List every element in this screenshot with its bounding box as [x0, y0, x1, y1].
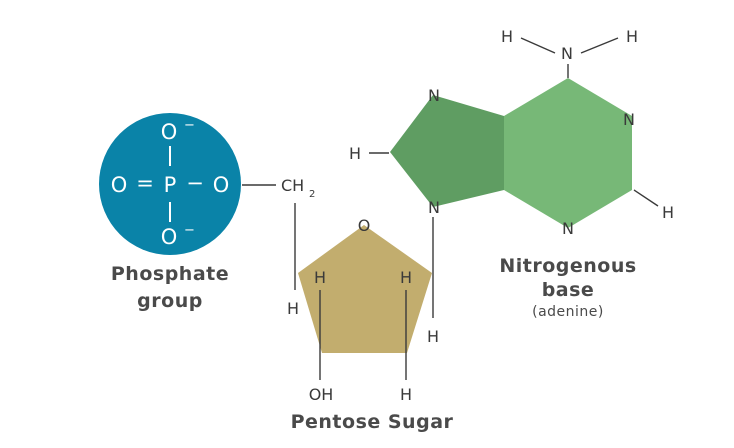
sugar-oh: OH: [309, 385, 334, 404]
base-n-right: N: [623, 110, 635, 129]
base-nh2-h-left: H: [501, 27, 513, 46]
phosphate-charge-bottom: −: [184, 223, 195, 238]
phosphate-charge-top: −: [184, 118, 195, 133]
phosphate-o-bottom: O: [161, 225, 178, 249]
sugar-pentagon: [298, 225, 432, 353]
base-caption-line2: base: [542, 279, 595, 301]
base-n-lower: N: [562, 219, 574, 238]
base-nh2-h-right-bond: [580, 37, 619, 54]
base-n-bottom: N: [428, 198, 440, 217]
base-h-right-bond: [633, 189, 659, 207]
sugar-caption: Pentose Sugar: [291, 411, 454, 433]
sugar-ring-o: O: [358, 216, 371, 235]
phosphate-p: P: [164, 173, 177, 197]
phosphate-o-left: O: [111, 173, 128, 197]
phosphate-circle: [99, 113, 241, 255]
base-six-ring: [504, 78, 632, 228]
sugar-h-right-inner: H: [400, 268, 412, 287]
phosphate-caption-line2: group: [137, 290, 203, 312]
ch2-subscript: 2: [309, 189, 315, 200]
phosphate-o-top: O: [161, 120, 178, 144]
sugar-h-bottom-right: H: [400, 385, 412, 404]
base-caption-line1: Nitrogenous: [499, 255, 636, 277]
base-five-ring: [390, 95, 504, 207]
ch2-label: CH: [281, 176, 304, 195]
base-h-glycosidic: H: [427, 327, 439, 346]
base-nh2-n: N: [561, 44, 573, 63]
phosphate-o-right: O: [213, 173, 230, 197]
base-n-top: N: [428, 86, 440, 105]
base-h-left: H: [349, 144, 361, 163]
base-caption-sub: (adenine): [532, 304, 604, 320]
sugar-h-left-outer: H: [287, 299, 299, 318]
phosphate-caption-line1: Phosphate: [111, 263, 229, 285]
phosphate-double-bond: =: [136, 171, 154, 195]
base-nh2-h-left-bond: [520, 37, 556, 54]
sugar-h-left-inner: H: [314, 268, 326, 287]
base-h-right: H: [662, 203, 674, 222]
base-nh2-h-right: H: [626, 27, 638, 46]
phosphate-single-bond: −: [186, 171, 204, 195]
